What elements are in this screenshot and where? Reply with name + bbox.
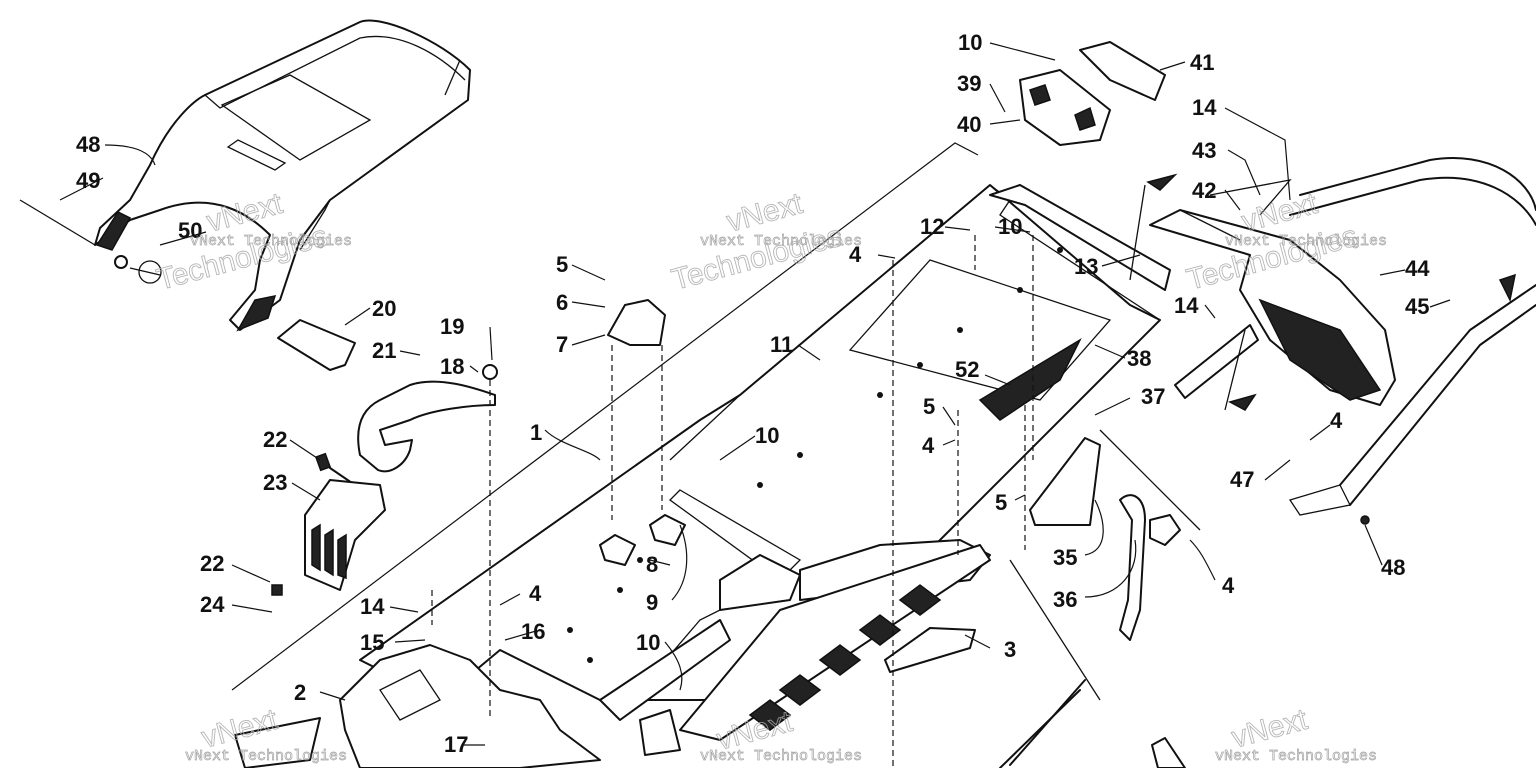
mount-bracket <box>271 452 386 596</box>
callout-1: 1 <box>530 420 542 445</box>
callout-6: 6 <box>556 290 568 315</box>
watermark-text: vNext Technologies <box>190 233 352 250</box>
nut <box>482 364 498 380</box>
callout-7: 7 <box>556 332 568 357</box>
callout-36: 36 <box>1053 587 1077 612</box>
callout-labels: 48 49 50 20 19 21 18 22 23 22 24 1 5 6 7… <box>76 30 1430 757</box>
callout-51: 50 <box>178 218 202 243</box>
callout-4e: 4 <box>1330 408 1343 433</box>
watermark-text: vNext <box>1228 703 1311 755</box>
callout-9: 9 <box>646 590 658 615</box>
cover-plate <box>277 319 356 371</box>
plate <box>649 514 686 546</box>
direction-arrow-down <box>1227 393 1257 411</box>
nut <box>1360 515 1370 525</box>
callout-50: 49 <box>76 168 100 193</box>
callout-24: 24 <box>200 592 225 617</box>
callout-4a: 4 <box>529 581 542 606</box>
seat <box>19 19 471 332</box>
reinforcement-bar <box>989 184 1171 291</box>
callout-12: 12 <box>920 214 944 239</box>
callout-20: 20 <box>372 296 396 321</box>
callout-11: 11 <box>770 332 793 357</box>
callout-15: 15 <box>360 630 384 655</box>
callout-41: 41 <box>1190 50 1214 75</box>
callout-14b: 14 <box>1192 95 1217 120</box>
clip <box>314 452 332 472</box>
callout-48: 48 <box>1381 555 1405 580</box>
tail-bracket <box>1019 41 1166 146</box>
callout-4b: 4 <box>849 242 862 267</box>
callout-4d: 4 <box>1222 573 1235 598</box>
grab-bar <box>329 364 498 501</box>
clip <box>271 584 283 596</box>
snow-flap <box>1149 179 1396 406</box>
callout-4c: 4 <box>922 433 935 458</box>
plate <box>599 534 636 566</box>
callout-45: 45 <box>1405 294 1429 319</box>
watermark-text: vNext Technologies <box>1215 748 1377 765</box>
rear-bumper <box>1288 157 1536 525</box>
side-deflector <box>999 437 1186 768</box>
callout-18: 18 <box>440 354 464 379</box>
callout-37: 37 <box>1141 384 1165 409</box>
callout-5c: 5 <box>995 490 1007 515</box>
callout-21: 21 <box>372 338 396 363</box>
callout-17: 17 <box>444 732 468 757</box>
callout-22a: 22 <box>263 427 287 452</box>
callout-16: 16 <box>521 619 545 644</box>
callout-47: 47 <box>1230 467 1254 492</box>
callout-22b: 22 <box>200 551 224 576</box>
callout-49: 48 <box>76 132 100 157</box>
callout-38: 38 <box>1127 346 1151 371</box>
callout-10a: 10 <box>755 423 779 448</box>
leaders <box>59 42 1451 746</box>
callout-19: 19 <box>440 314 464 339</box>
callout-44: 44 <box>1405 256 1430 281</box>
callout-10d: 10 <box>958 30 982 55</box>
callout-35: 35 <box>1053 545 1077 570</box>
assembly-lines <box>431 235 1201 768</box>
callout-23: 23 <box>263 470 287 495</box>
callout-14c: 14 <box>1174 293 1199 318</box>
watermark-text: vNext Technologies <box>700 748 862 765</box>
callout-5a: 5 <box>556 252 568 277</box>
callout-10b: 10 <box>636 630 660 655</box>
callout-39: 39 <box>957 71 981 96</box>
callout-13: 13 <box>1074 254 1098 279</box>
callout-3: 3 <box>1004 637 1016 662</box>
callout-8: 8 <box>646 552 658 577</box>
hinge-bracket <box>607 299 666 346</box>
frame-rail <box>234 644 601 768</box>
callout-14a: 14 <box>360 594 385 619</box>
seat-bolt <box>114 255 128 269</box>
callout-52: 52 <box>955 357 979 382</box>
callout-42: 42 <box>1192 178 1216 203</box>
watermark-text: vNext Technologies <box>700 233 862 250</box>
direction-arrow-up <box>1146 173 1178 191</box>
callout-5b: 5 <box>923 394 935 419</box>
watermark-text: vNext Technologies <box>1225 233 1387 250</box>
callout-43: 43 <box>1192 138 1216 163</box>
running-board <box>599 539 991 756</box>
callout-40: 40 <box>957 112 981 137</box>
callout-2: 2 <box>294 680 306 705</box>
callout-10c: 10 <box>998 214 1022 239</box>
watermark-text: vNext Technologies <box>185 748 347 765</box>
